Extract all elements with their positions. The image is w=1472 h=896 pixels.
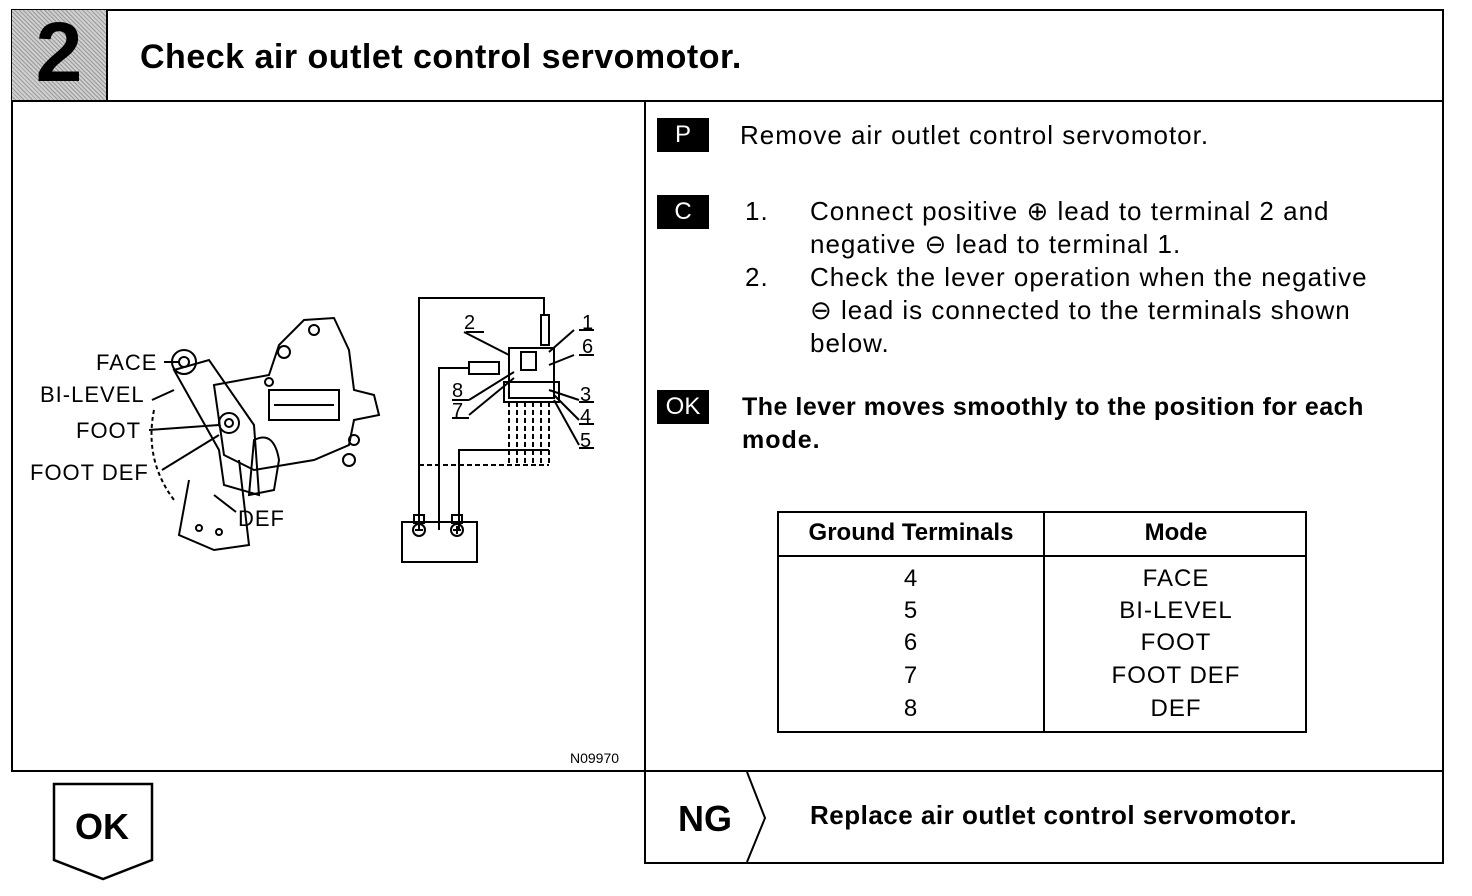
label-foot: FOOT	[76, 418, 142, 443]
terminal-label-6: 6	[582, 336, 594, 358]
frame-top	[12, 9, 1444, 11]
label-foot-def: FOOT DEF	[30, 460, 149, 485]
base-plate	[177, 459, 251, 552]
frame-right	[1442, 9, 1444, 864]
terminal-label-3: 3	[580, 384, 592, 406]
table-cell-mode: FOOT	[1140, 629, 1212, 656]
table-cell-terminal: 5	[903, 597, 919, 624]
ng-top	[644, 770, 1444, 772]
table-cell-terminal: 7	[903, 662, 919, 689]
step-number-box: 2	[12, 5, 108, 100]
battery	[401, 521, 478, 563]
c-step-2-line-3: below.	[810, 328, 890, 358]
label-def: DEF	[238, 506, 285, 531]
c-step-1-line-1: Connect positive ⊕ lead to terminal 2 an…	[810, 196, 1330, 226]
lever	[172, 358, 261, 497]
ng-bottom	[644, 862, 1444, 864]
ok-line-1: The lever moves smoothly to the position…	[742, 393, 1364, 421]
table-cell-mode: BI-LEVEL	[1119, 597, 1233, 624]
terminal-label-4: 4	[580, 406, 592, 428]
c-step-1-line-2: negative ⊖ lead to terminal 1.	[810, 229, 1182, 259]
ok-tag: OK	[657, 390, 709, 424]
header-bottom	[12, 100, 1444, 102]
table-header-terminals: Ground Terminals	[808, 519, 1014, 546]
connector-pin	[540, 314, 550, 346]
position-arc	[150, 409, 175, 501]
ground-terminal-table: Ground Terminals Mode 4 FACE 5 BI-LEVEL …	[777, 511, 1307, 733]
c-step-2-line-1: Check the lever operation when the negat…	[810, 262, 1368, 292]
c-step-2-num: 2.	[745, 262, 769, 292]
terminal-label-1: 1	[582, 312, 594, 334]
figure-bottom	[12, 770, 646, 772]
table-cell-mode: DEF	[1150, 695, 1202, 722]
table-cell-mode: FACE	[1142, 565, 1210, 592]
terminal-label-2: 2	[464, 312, 476, 334]
table-cell-terminal: 6	[903, 629, 919, 656]
step-number: 2	[35, 5, 83, 99]
p-text: Remove air outlet control servomotor.	[740, 120, 1210, 150]
ng-result-label: NG	[678, 798, 732, 839]
table-header-mode: Mode	[1144, 519, 1208, 546]
page-title: Check air outlet control servomotor.	[140, 38, 742, 76]
table-cell-mode: FOOT DEF	[1111, 662, 1241, 689]
terminal-label-7: 7	[452, 400, 464, 422]
terminal-label-5: 5	[580, 430, 592, 452]
servomotor-slot	[268, 389, 340, 421]
circuit-wire	[418, 297, 545, 530]
terminal-label-8: 8	[452, 380, 464, 402]
ok-line-2: mode.	[742, 426, 821, 454]
figure-code: N09970	[570, 750, 620, 766]
c-step-2-line-2: ⊖ lead is connected to the terminals sho…	[810, 295, 1351, 325]
label-face: FACE	[96, 350, 158, 375]
ok-result-box	[52, 782, 154, 881]
ok-result-label: OK	[75, 806, 129, 847]
label-bi-level: BI-LEVEL	[40, 382, 145, 407]
table-cell-terminal: 8	[903, 695, 919, 722]
frame-left	[11, 9, 13, 772]
table-cell-terminal: 4	[903, 565, 919, 592]
p-tag: P	[657, 118, 709, 152]
panel-divider	[644, 100, 646, 864]
c-tag: C	[657, 195, 709, 229]
servomotor-housing	[212, 316, 381, 472]
ng-result-text: Replace air outlet control servomotor.	[810, 800, 1298, 830]
servomotor-diagram	[148, 297, 594, 563]
c-step-1-num: 1.	[745, 196, 769, 226]
connector-block	[508, 347, 555, 399]
ng-arrow	[746, 772, 767, 863]
